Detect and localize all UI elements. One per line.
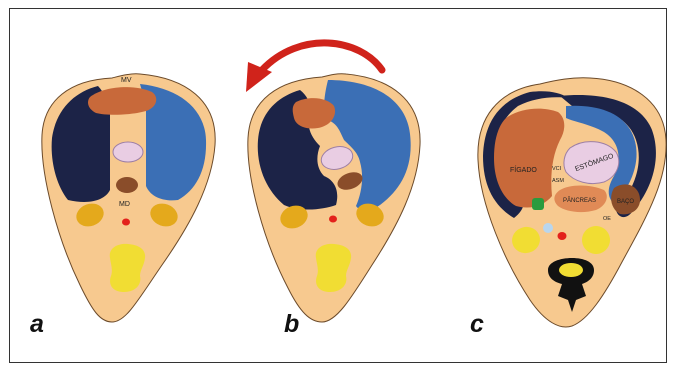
label-vci: VCI <box>552 166 562 172</box>
vein-c <box>543 223 553 233</box>
duodenum-c <box>532 198 544 210</box>
label-asm: ASM <box>552 178 564 184</box>
label-spleen: BAÇO <box>617 199 634 205</box>
pancreas-a <box>116 177 138 193</box>
panel-c: FÍGADO ESTÔMAGO BAÇO PÂNCREAS VCI ASM OE <box>478 78 666 327</box>
rotation-arrow <box>262 43 382 70</box>
panel-letter-a: a <box>30 312 44 337</box>
panel-a: MV MD <box>42 74 215 322</box>
label-mv: MV <box>121 77 132 84</box>
vertebral-body-c <box>559 263 583 277</box>
aorta-a <box>122 219 130 226</box>
panel-b <box>246 43 420 322</box>
panel-letter-b: b <box>284 312 299 337</box>
aorta-c <box>558 232 567 240</box>
label-liver: FÍGADO <box>510 165 537 174</box>
panel-letter-c: c <box>470 312 484 337</box>
label-pancreas: PÂNCREAS <box>563 197 596 204</box>
label-md: MD <box>119 201 130 208</box>
label-oe: OE <box>603 216 611 222</box>
stomach-a <box>113 142 143 162</box>
aorta-b <box>329 216 337 223</box>
